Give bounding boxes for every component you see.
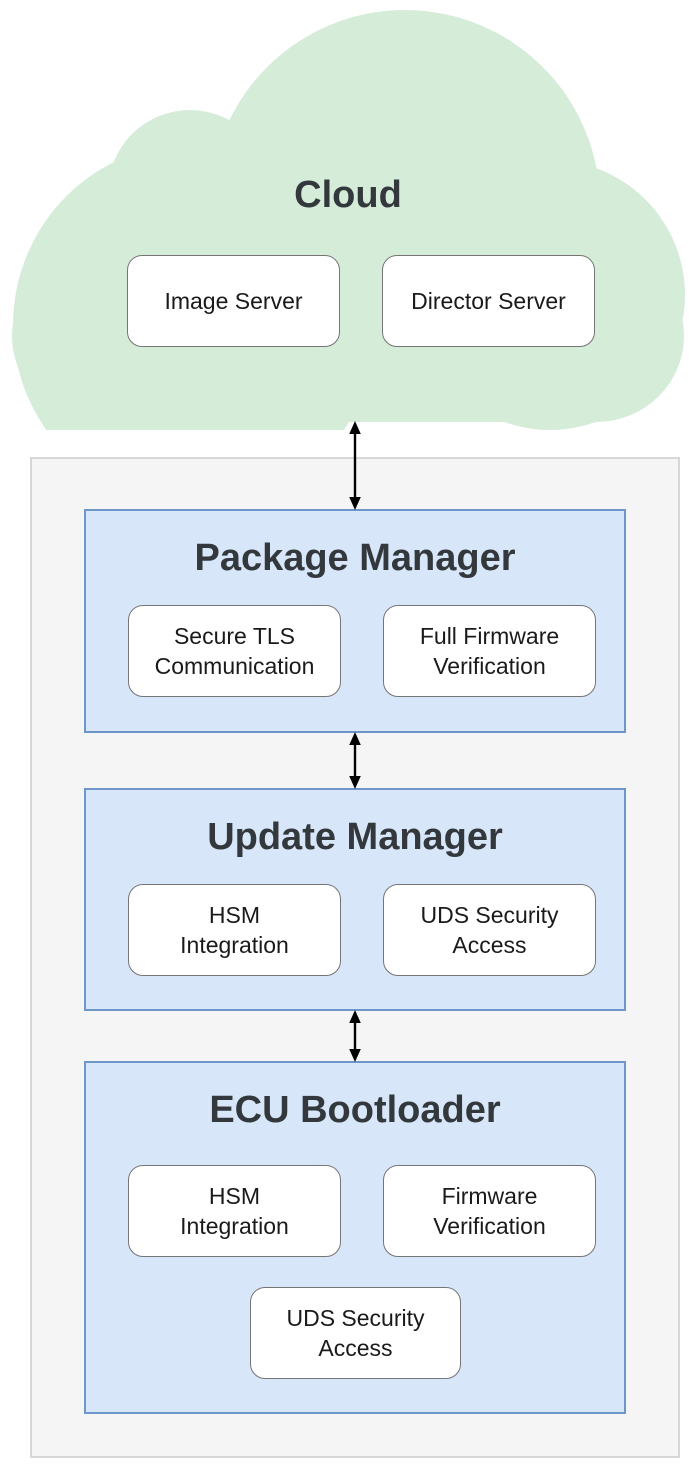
node-label: Full Firmware Verification bbox=[419, 623, 560, 679]
node-firmware-verification: Firmware Verification bbox=[383, 1165, 596, 1257]
node-label: Image Server bbox=[164, 288, 303, 314]
section-ecu-bootloader: ECU Bootloader HSM Integration Firmware … bbox=[84, 1061, 626, 1414]
node-director-server: Director Server bbox=[382, 255, 595, 347]
node-uds-security-access: UDS Security Access bbox=[383, 884, 596, 976]
node-label: Director Server bbox=[411, 288, 566, 314]
node-hsm-integration: HSM Integration bbox=[128, 884, 341, 976]
node-image-server: Image Server bbox=[127, 255, 340, 347]
section-title: Package Manager bbox=[194, 537, 516, 579]
section-title: Update Manager bbox=[207, 816, 503, 858]
node-label: HSM Integration bbox=[180, 902, 289, 958]
node-secure-tls-communication: Secure TLS Communication bbox=[128, 605, 341, 697]
node-hsm-integration: HSM Integration bbox=[128, 1165, 341, 1257]
cloud-title: Cloud bbox=[294, 174, 402, 216]
section-update-manager: Update Manager HSM Integration UDS Secur… bbox=[84, 788, 626, 1011]
node-label: HSM Integration bbox=[180, 1183, 289, 1239]
node-label: Secure TLS Communication bbox=[154, 623, 315, 679]
node-label: Firmware Verification bbox=[433, 1183, 546, 1239]
section-title: ECU Bootloader bbox=[209, 1089, 501, 1131]
node-full-firmware-verification: Full Firmware Verification bbox=[383, 605, 596, 697]
arrow-cloud-package bbox=[349, 421, 361, 510]
node-label: UDS Security Access bbox=[286, 1305, 425, 1361]
node-label: UDS Security Access bbox=[420, 902, 559, 958]
arrow-package-update bbox=[349, 732, 361, 789]
section-package-manager: Package Manager Secure TLS Communication… bbox=[84, 509, 626, 733]
arrow-update-ecu bbox=[349, 1010, 361, 1062]
node-uds-security-access: UDS Security Access bbox=[250, 1287, 461, 1379]
